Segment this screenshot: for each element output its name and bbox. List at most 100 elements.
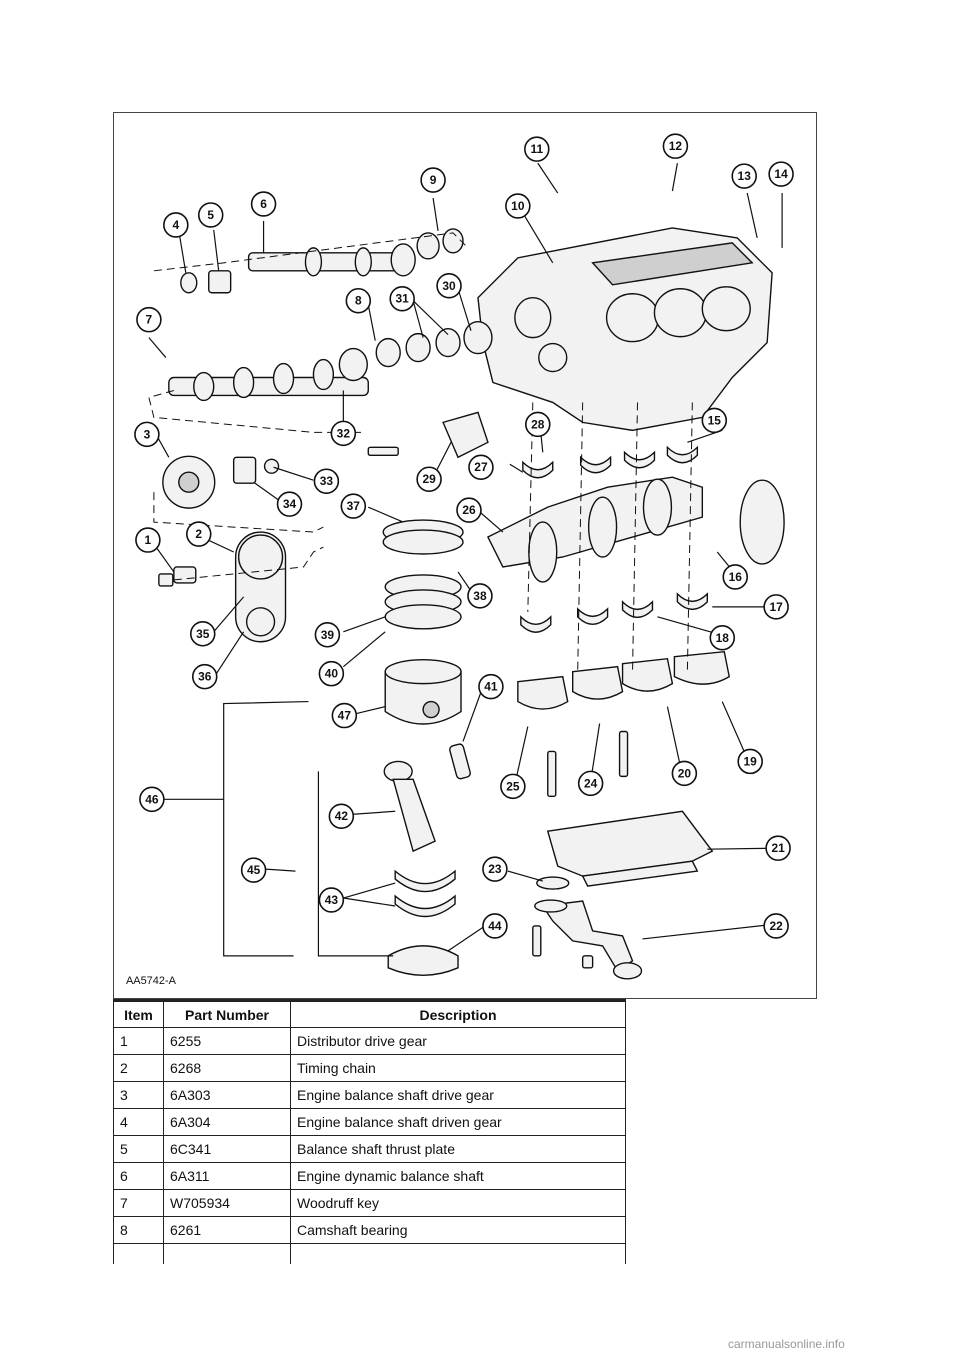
callout-41: 41 xyxy=(478,673,504,700)
svg-text:12: 12 xyxy=(669,139,683,153)
callout-30: 30 xyxy=(436,273,462,299)
watermark: carmanualsonline.info xyxy=(728,1337,845,1351)
bolts xyxy=(158,446,629,969)
callout-31: 31 xyxy=(389,285,415,312)
svg-text:35: 35 xyxy=(196,627,210,641)
callout-12: 12 xyxy=(662,133,689,159)
header-description: Description xyxy=(290,999,626,1028)
callout-7: 7 xyxy=(136,306,162,333)
svg-text:17: 17 xyxy=(769,600,783,614)
svg-text:24: 24 xyxy=(584,776,598,790)
callout-20: 20 xyxy=(671,760,698,787)
connecting-rod xyxy=(383,760,459,976)
cell-part-number: 6A303 xyxy=(163,1081,291,1109)
cell-item: 5 xyxy=(113,1135,164,1163)
svg-text:33: 33 xyxy=(320,474,334,488)
svg-text:32: 32 xyxy=(337,426,351,440)
cell-item: 3 xyxy=(113,1081,164,1109)
callout-29: 29 xyxy=(416,466,442,492)
callout-35: 35 xyxy=(189,621,216,647)
table-row: 2 6268 Timing chain xyxy=(113,1054,626,1082)
table-row: 6 6A311 Engine dynamic balance shaft xyxy=(113,1162,626,1190)
callout-28: 28 xyxy=(525,411,551,438)
callout-18: 18 xyxy=(709,625,736,651)
svg-text:11: 11 xyxy=(530,142,543,156)
cell-part-number: 6255 xyxy=(163,1027,291,1055)
callout-5: 5 xyxy=(197,202,224,228)
table-row-continued xyxy=(113,1243,626,1264)
cell-item: 7 xyxy=(113,1189,164,1217)
svg-text:7: 7 xyxy=(146,313,153,327)
callout-9: 9 xyxy=(420,167,446,193)
cell-part-number: 6268 xyxy=(163,1054,291,1082)
callout-27: 27 xyxy=(468,454,494,481)
table-row: 3 6A303 Engine balance shaft drive gear xyxy=(113,1081,626,1109)
svg-text:44: 44 xyxy=(488,919,502,933)
svg-text:2: 2 xyxy=(195,527,202,541)
camshaft xyxy=(168,320,493,402)
callout-15: 15 xyxy=(701,407,728,434)
svg-text:16: 16 xyxy=(729,570,743,584)
svg-text:14: 14 xyxy=(774,167,788,181)
svg-text:38: 38 xyxy=(473,589,487,603)
piston-assembly xyxy=(382,519,464,725)
svg-text:5: 5 xyxy=(207,208,214,222)
callout-11: 11 xyxy=(524,136,550,162)
table-row: 7 W705934 Woodruff key xyxy=(113,1189,626,1217)
svg-text:37: 37 xyxy=(347,499,361,513)
table-row: 4 6A304 Engine balance shaft driven gear xyxy=(113,1108,626,1136)
header-part-number: Part Number xyxy=(163,999,291,1028)
parts-table: Item Part Number Description 1 6255 Dist… xyxy=(113,999,626,1264)
gaskets xyxy=(442,411,570,913)
callout-23: 23 xyxy=(482,856,508,882)
callout-8: 8 xyxy=(345,287,372,314)
svg-text:18: 18 xyxy=(716,631,730,645)
svg-text:26: 26 xyxy=(462,503,476,517)
callout-10: 10 xyxy=(505,193,531,219)
callout-4: 4 xyxy=(163,212,189,238)
svg-text:29: 29 xyxy=(422,472,436,486)
main-bearings xyxy=(520,445,709,633)
callout-37: 37 xyxy=(340,493,367,519)
header-item: Item xyxy=(113,999,164,1028)
callout-47: 47 xyxy=(331,702,358,729)
callout-45: 45 xyxy=(240,857,267,883)
cell-item: 1 xyxy=(113,1027,164,1055)
callout-24: 24 xyxy=(577,770,604,797)
callout-33: 33 xyxy=(313,468,340,494)
callout-17: 17 xyxy=(763,594,789,620)
svg-text:3: 3 xyxy=(144,427,151,441)
callout-38: 38 xyxy=(467,583,493,609)
callout-19: 19 xyxy=(737,748,763,775)
windage-tray xyxy=(546,810,714,887)
cell-item: 6 xyxy=(113,1162,164,1190)
balance-shaft xyxy=(180,228,464,294)
svg-text:8: 8 xyxy=(355,294,362,308)
crankshaft xyxy=(486,476,785,583)
timing-components xyxy=(162,455,287,643)
svg-text:28: 28 xyxy=(531,417,545,431)
callout-1: 1 xyxy=(135,527,161,553)
callout-36: 36 xyxy=(191,663,218,690)
cell-description: Timing chain xyxy=(290,1054,626,1082)
table-row: 5 6C341 Balance shaft thrust plate xyxy=(113,1135,626,1163)
callout-42: 42 xyxy=(328,803,355,830)
callout-40: 40 xyxy=(318,660,345,687)
cell-description: Woodruff key xyxy=(290,1189,626,1217)
cell-item: 2 xyxy=(113,1054,164,1082)
figure-id-label: AA5742-A xyxy=(126,975,177,987)
cell-part-number: 6A311 xyxy=(163,1162,291,1190)
table-row: 8 6261 Camshaft bearing xyxy=(113,1216,626,1244)
piston-pin xyxy=(449,743,471,780)
callout-2: 2 xyxy=(185,521,212,547)
callout-39: 39 xyxy=(314,622,341,648)
svg-text:10: 10 xyxy=(511,199,525,213)
svg-text:39: 39 xyxy=(321,628,335,642)
callout-25: 25 xyxy=(500,773,526,800)
cell-part-number: 6C341 xyxy=(163,1135,291,1163)
svg-text:13: 13 xyxy=(738,169,752,183)
svg-text:23: 23 xyxy=(488,862,502,876)
main-bearing-caps xyxy=(517,650,731,710)
svg-text:21: 21 xyxy=(771,841,785,855)
svg-text:27: 27 xyxy=(474,460,488,474)
